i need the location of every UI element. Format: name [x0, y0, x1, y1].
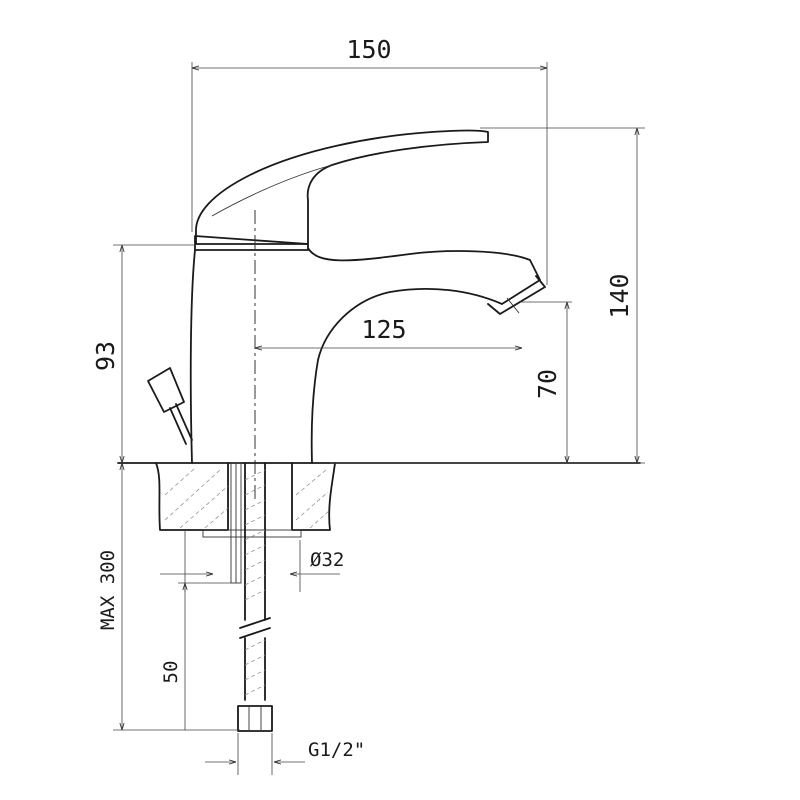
flexible-hose	[244, 462, 266, 621]
faucet-body	[147, 129, 546, 464]
popup-rod	[169, 403, 193, 445]
countertop-hatching-left	[164, 467, 229, 529]
dimension-lines	[122, 68, 637, 762]
cartridge-collar	[194, 235, 309, 251]
supply-assembly	[230, 462, 273, 732]
hose-break-mark	[239, 617, 271, 639]
hose-nut	[237, 705, 273, 732]
countertop-section	[117, 462, 641, 538]
label-overall-height: 140	[605, 273, 634, 318]
popup-knob	[147, 367, 185, 413]
label-max-hose: MAX 300	[97, 550, 119, 630]
aerator	[487, 275, 546, 315]
lever-handle	[195, 129, 489, 245]
label-overall-width: 150	[346, 35, 391, 64]
countertop-right-block	[291, 462, 336, 531]
label-thread: G1/2"	[308, 739, 365, 761]
label-spout-reach: 125	[361, 315, 406, 344]
spout	[307, 247, 541, 464]
label-outlet-height: 70	[533, 369, 562, 399]
flexible-hose-lower	[244, 637, 266, 701]
aerator-line	[506, 297, 520, 314]
extension-lines	[113, 62, 645, 775]
fixing-plate	[202, 529, 302, 538]
label-hole-diameter: Ø32	[310, 549, 344, 571]
countertop-hatching-right	[295, 469, 331, 529]
lever-inner-contour	[211, 164, 333, 217]
body-left	[189, 249, 196, 464]
hose-braid-lower	[244, 639, 266, 696]
countertop-left-block	[155, 462, 229, 531]
label-shank-length: 50	[160, 661, 182, 684]
dimension-labels: 150 125 140 93 70 MAX 300 50 Ø32 G1/2"	[91, 35, 634, 761]
label-spout-height: 93	[91, 341, 120, 371]
